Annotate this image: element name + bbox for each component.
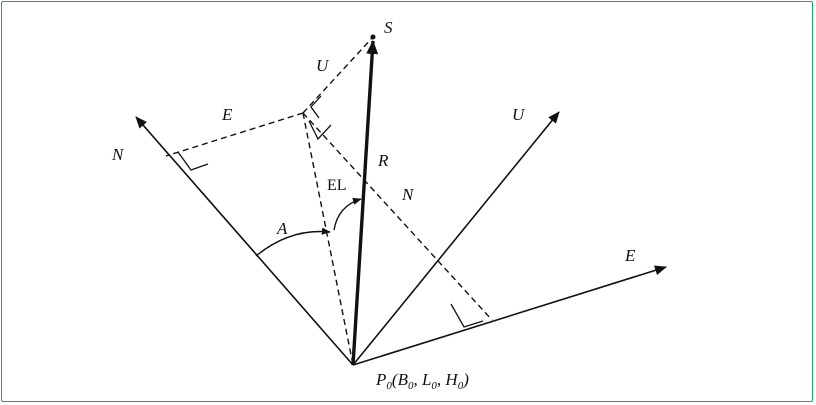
label-u-top: U — [316, 56, 330, 75]
label-el: EL — [327, 177, 347, 194]
right-angle-north — [177, 151, 209, 171]
up-dashed — [302, 36, 374, 114]
azimuth-arc — [255, 227, 331, 257]
label-e-top: E — [221, 105, 233, 124]
right-angle-up — [310, 95, 322, 119]
east-dashed — [165, 112, 304, 157]
label-n-axis: N — [111, 145, 125, 164]
label-r: R — [377, 151, 389, 170]
north-dashed — [302, 112, 493, 321]
label-s: S — [384, 18, 393, 37]
label-n-dashed: N — [401, 185, 415, 204]
label-u-axis: U — [512, 105, 526, 124]
east-axis — [352, 265, 667, 366]
right-angle-projection — [308, 120, 332, 141]
label-a: A — [276, 219, 288, 238]
up-axis — [352, 111, 560, 366]
north-axis — [135, 116, 354, 366]
origin-label: P0(B0, L0, H0) — [375, 370, 469, 392]
right-angle-east — [450, 303, 484, 328]
label-e-axis: E — [624, 246, 636, 265]
projection-line — [302, 112, 354, 366]
elevation-arc — [333, 197, 362, 231]
range-vector — [351, 40, 379, 366]
